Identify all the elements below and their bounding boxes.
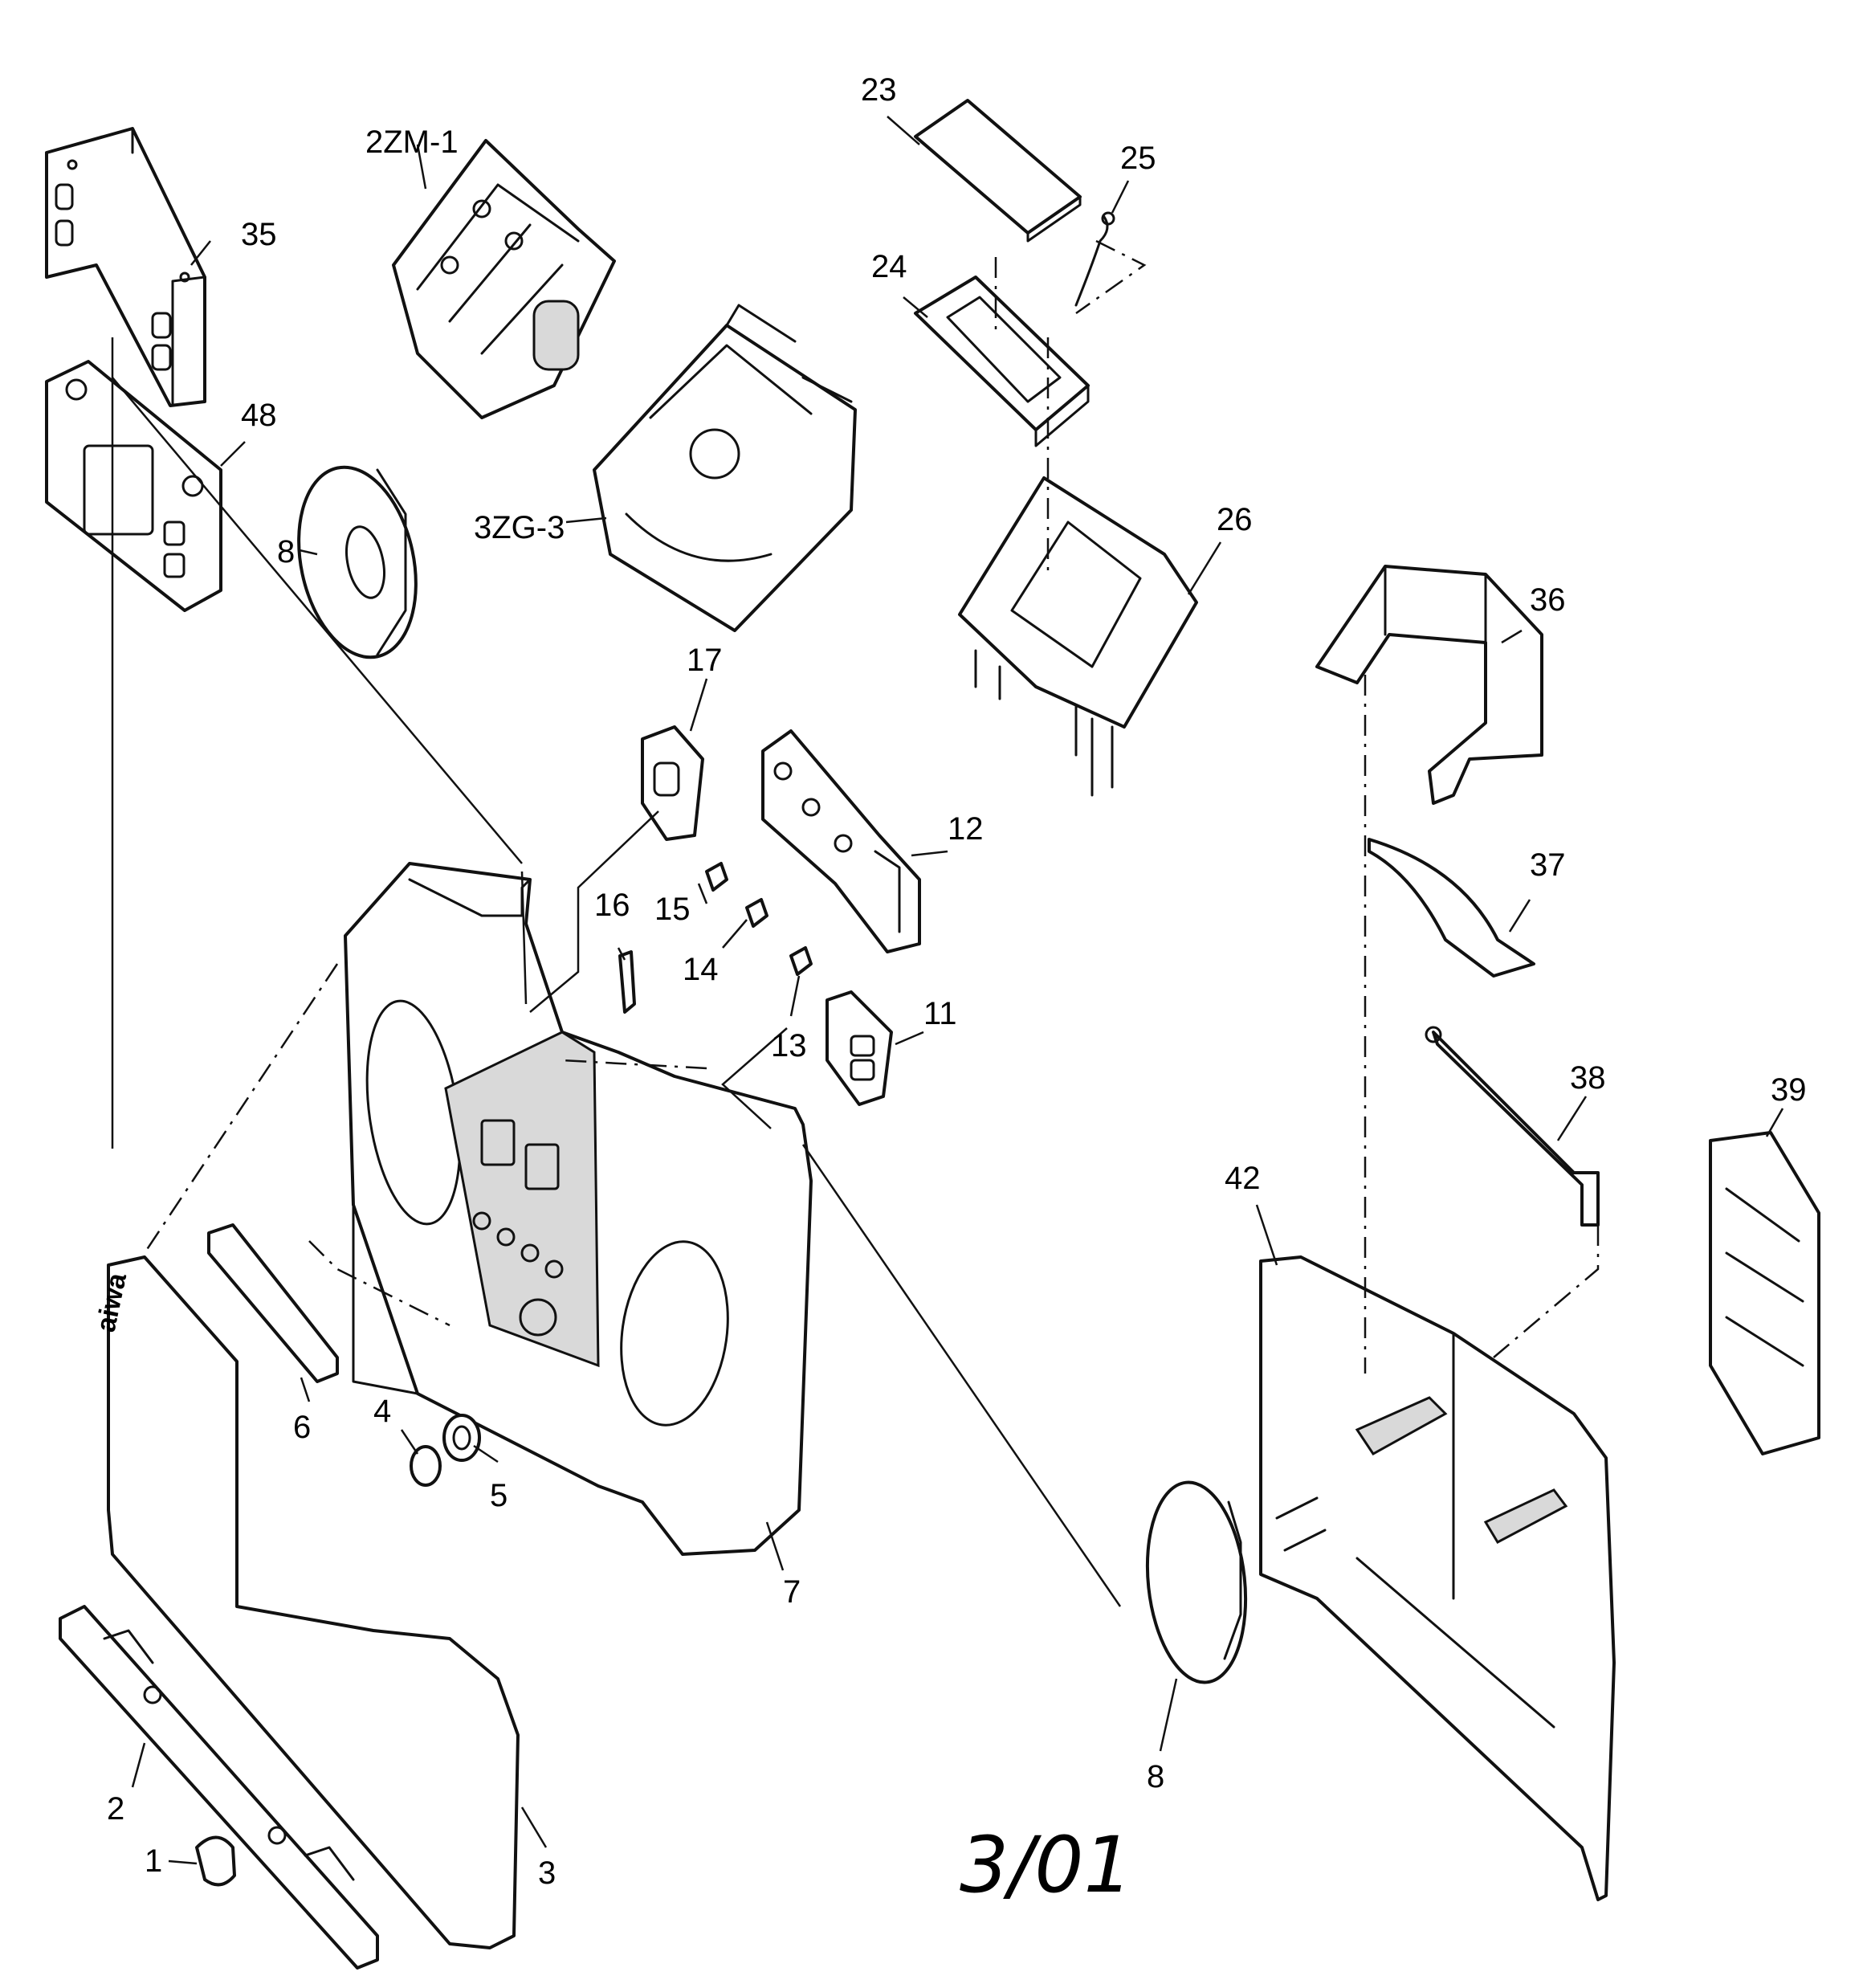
- part-38-rod: [1425, 1026, 1600, 1227]
- part-4-knob: [410, 1445, 442, 1487]
- label-13: 13: [771, 1028, 807, 1063]
- label-23: 23: [861, 72, 897, 108]
- part-8-speaker-right: [1145, 1480, 1248, 1684]
- part-2zm-1-board-module: [392, 139, 616, 419]
- label-2zm-1: 2ZM-1: [365, 125, 459, 160]
- part-35-display-bracket: [45, 127, 206, 407]
- part-16-clip: [618, 950, 636, 1014]
- part-14-knob: [745, 898, 768, 928]
- label-8-left: 8: [277, 534, 295, 569]
- part-42-rear-cabinet: [1259, 1255, 1616, 1901]
- label-24: 24: [871, 249, 907, 284]
- label-12: 12: [948, 811, 984, 847]
- label-3: 3: [538, 1855, 556, 1891]
- part-13-knob: [789, 946, 813, 976]
- part-11-jack-block: [826, 990, 893, 1106]
- part-labels: 35 48 8 2ZM-1 3ZG-3 23 25 24 26 17 12 15…: [107, 72, 1807, 1891]
- part-36-handle: [1315, 565, 1543, 805]
- part-1-knob: [195, 1835, 236, 1887]
- label-1: 1: [145, 1843, 162, 1879]
- label-8-right: 8: [1147, 1759, 1164, 1794]
- label-17: 17: [687, 643, 723, 678]
- label-39: 39: [1771, 1072, 1807, 1108]
- label-42: 42: [1225, 1161, 1261, 1196]
- part-23-cover-plate: [914, 99, 1082, 243]
- label-4: 4: [373, 1394, 391, 1429]
- part-25-spring: [1074, 211, 1115, 307]
- part-39-pcb: [1709, 1131, 1820, 1455]
- label-38: 38: [1570, 1060, 1606, 1096]
- callout-leaders: [131, 116, 1784, 1865]
- label-16: 16: [594, 888, 630, 923]
- part-5-ring-knob: [442, 1414, 481, 1462]
- part-26-tray-holder: [958, 476, 1198, 797]
- assembly-lines: [111, 239, 1600, 1607]
- part-37-handle-cover: [1368, 838, 1535, 978]
- label-7: 7: [783, 1574, 801, 1610]
- part-15-knob: [705, 862, 728, 892]
- part-24-frame: [914, 276, 1090, 447]
- label-36: 36: [1530, 582, 1566, 618]
- label-2: 2: [107, 1791, 124, 1827]
- part-6-window-panel: [207, 1223, 339, 1383]
- part-3zg-3-cd-mechanism: [593, 304, 857, 632]
- label-25: 25: [1120, 141, 1156, 176]
- label-6: 6: [293, 1410, 311, 1445]
- label-15: 15: [654, 892, 691, 927]
- part-8-speaker-left: [297, 465, 418, 659]
- label-5: 5: [490, 1478, 508, 1513]
- part-48-display-frame: [45, 360, 222, 612]
- label-14: 14: [683, 952, 719, 987]
- date-mark: 3/01: [960, 1820, 1133, 1910]
- label-3zg-3: 3ZG-3: [474, 510, 565, 545]
- label-48: 48: [241, 398, 277, 433]
- part-12-switch-board: [761, 729, 921, 953]
- label-35: 35: [241, 217, 277, 252]
- part-7-front-cabinet: [344, 862, 813, 1556]
- label-37: 37: [1530, 847, 1566, 883]
- label-11: 11: [923, 996, 957, 1031]
- part-2-bottom-strip: [59, 1605, 379, 1970]
- label-26: 26: [1217, 502, 1253, 537]
- part-17-connector: [641, 725, 704, 841]
